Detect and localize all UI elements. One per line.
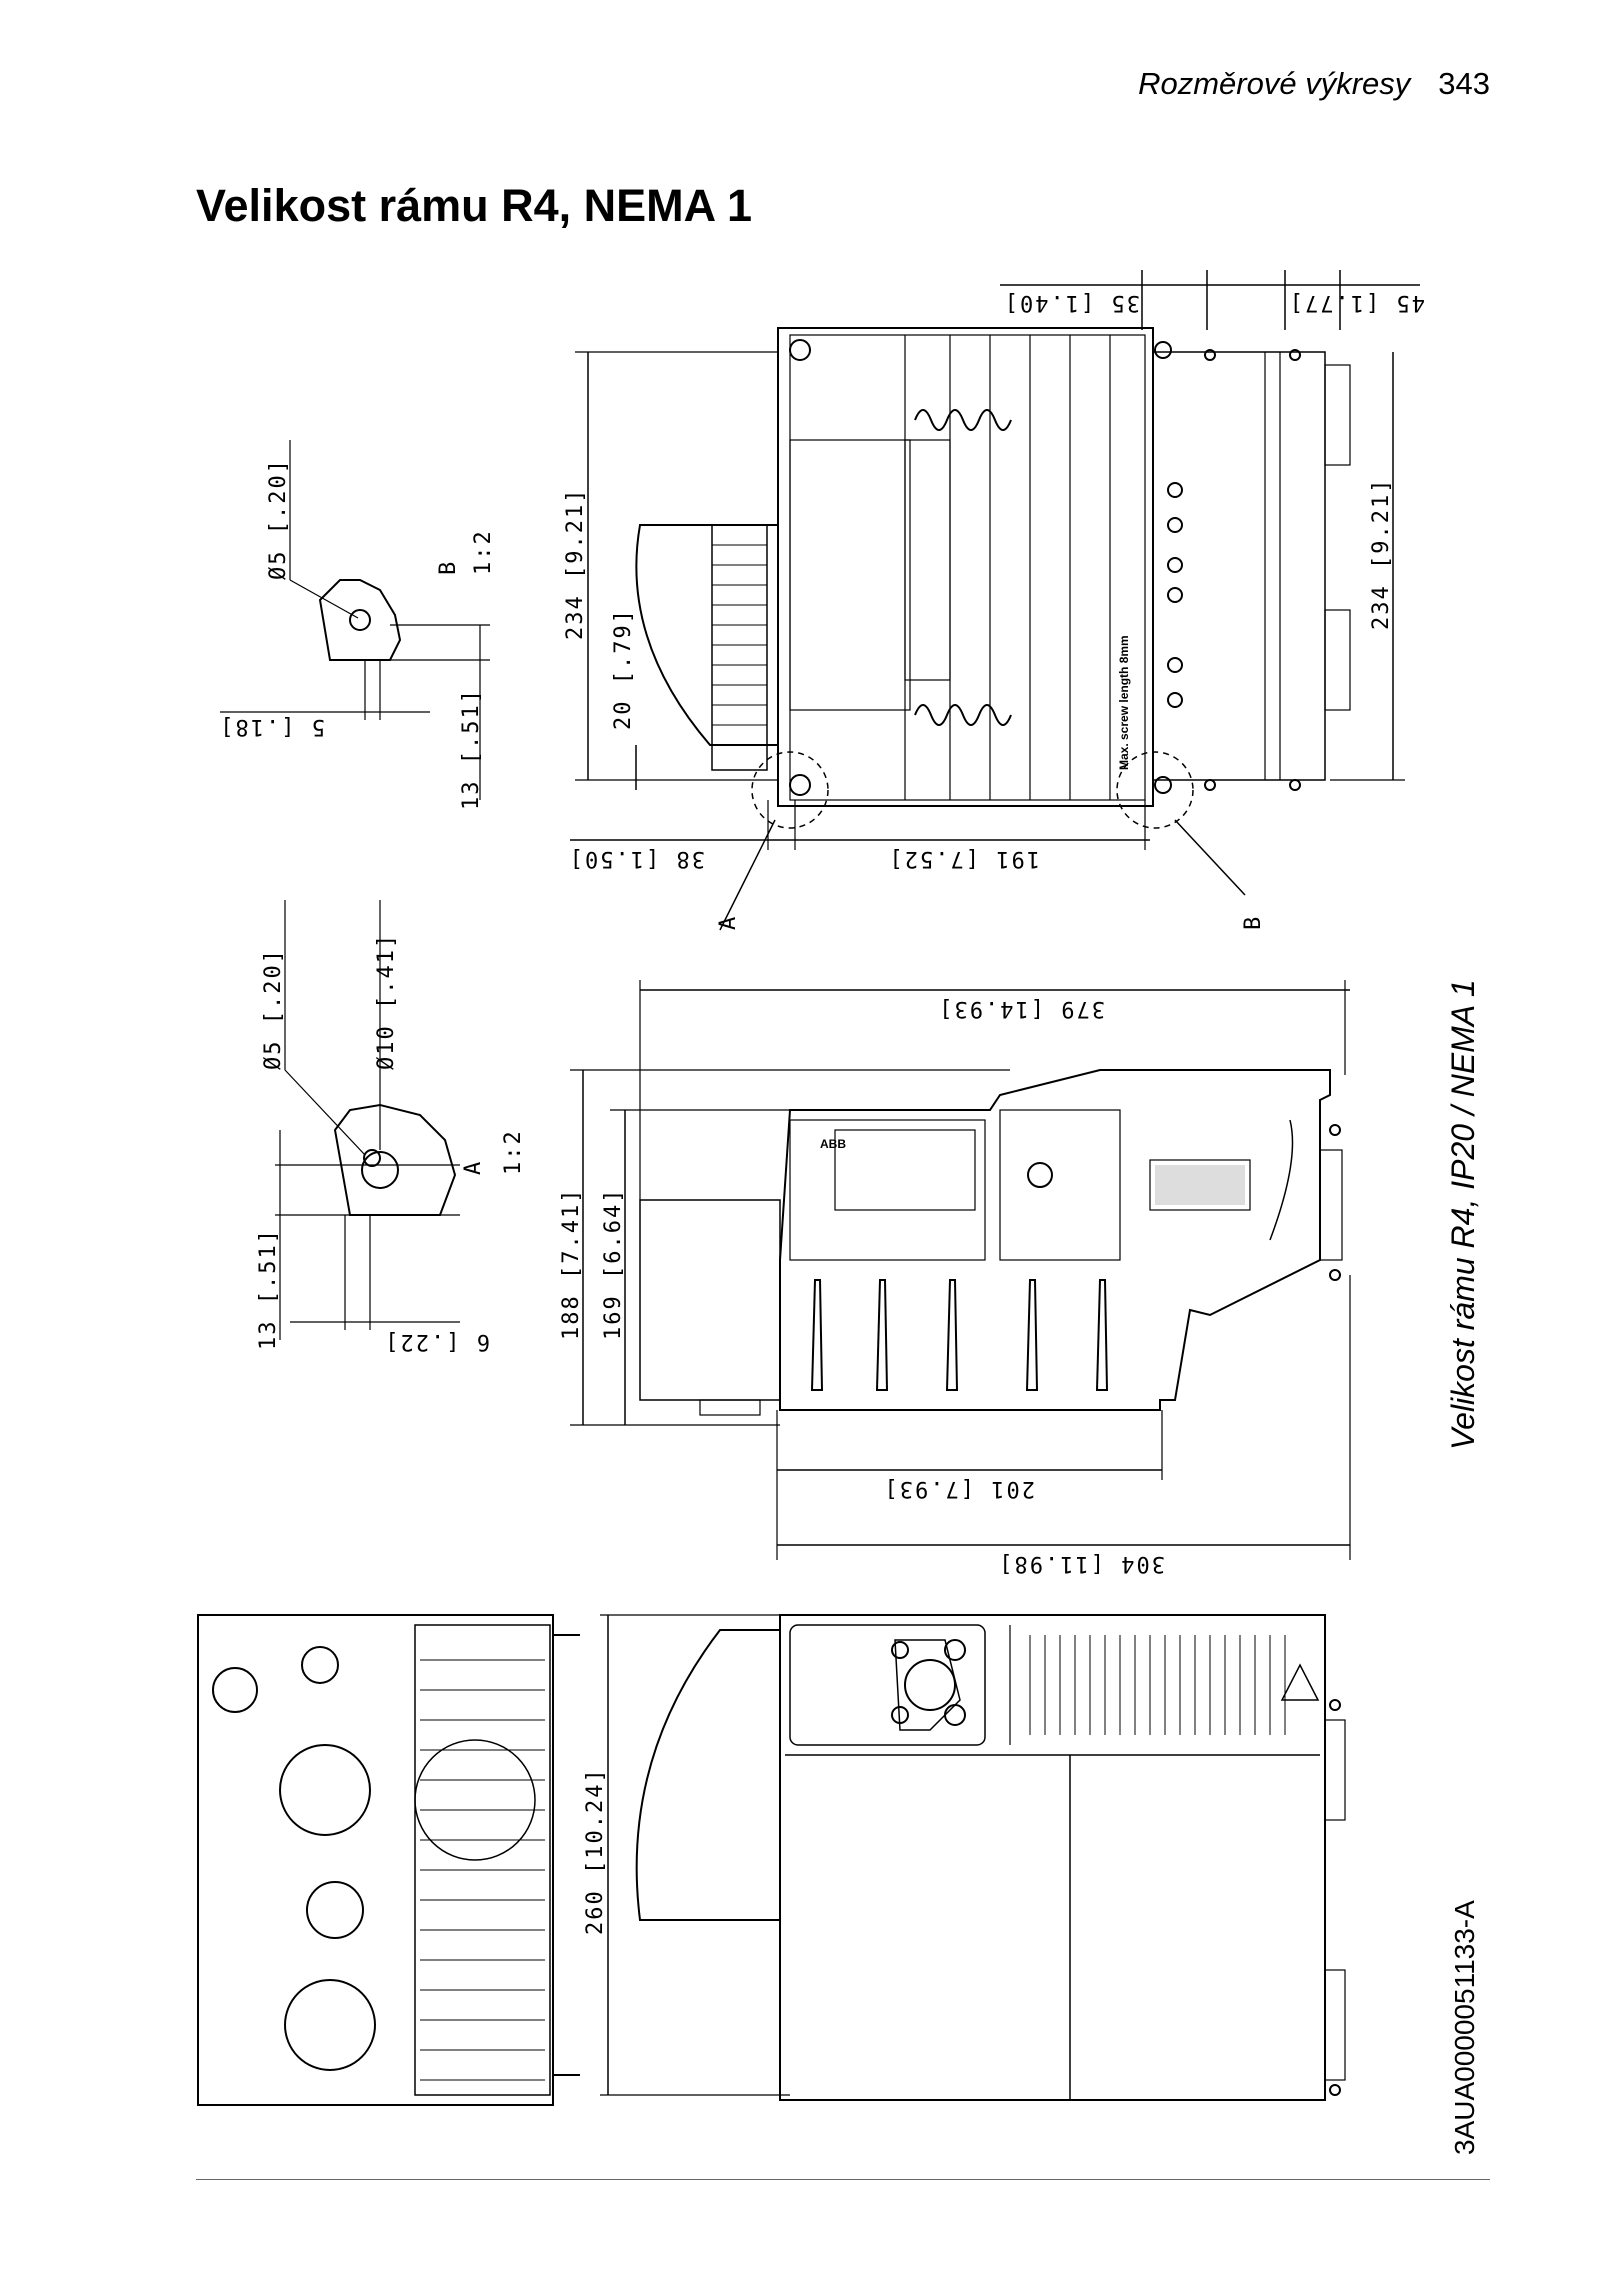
detail-b-d5: Ø5 [.20] <box>266 458 291 580</box>
detail-a-d5: Ø5 [.20] <box>261 948 286 1070</box>
screw-note: Max. screw length 8mm <box>1117 635 1131 770</box>
page-number: 343 <box>1438 66 1490 101</box>
detail-a-label: A <box>461 1160 486 1175</box>
header-section: Rozměrové výkresy <box>1138 66 1411 101</box>
running-header: Rozměrové výkresy 343 <box>1138 66 1490 102</box>
dim-234-right: 234 [9.21] <box>1369 478 1394 630</box>
label-b: B <box>1241 915 1266 930</box>
dim-191: 191 [7.52] <box>888 846 1040 871</box>
dim-304: 304 [11.98] <box>997 1551 1165 1576</box>
dim-379: 379 [14.93] <box>937 996 1105 1021</box>
detail-b-dim-13: 13 [.51] <box>459 688 484 810</box>
front-view: 260 [10.24] <box>583 1614 1346 2101</box>
detail-b: Ø5 [.20] 5 [.18] 13 [.51] B 1:2 <box>218 440 496 810</box>
detail-a-scale: 1:2 <box>501 1129 526 1175</box>
detail-b-dim-5: 5 [.18] <box>218 714 325 739</box>
page-title: Velikost rámu R4, NEMA 1 <box>196 180 753 231</box>
drawing-code: 3AUA0000051133-A <box>1449 1900 1480 2155</box>
detail-a-dim-13: 13 [.51] <box>256 1228 281 1350</box>
detail-b-label: B <box>436 560 461 575</box>
dim-234-left: 234 [9.21] <box>563 488 588 640</box>
top-view: 35 [1.40] 45 [1.77] 234 [9.21] 20 [.79] … <box>563 270 1425 931</box>
detail-a: Ø5 [.20] Ø10 [.41] 13 [.51] 6 [.22] A 1:… <box>256 900 526 1354</box>
dim-20: 20 [.79] <box>611 608 636 730</box>
dim-188: 188 [7.41] <box>559 1188 584 1340</box>
connector-view <box>197 1614 580 2106</box>
dim-260: 260 [10.24] <box>583 1767 608 1935</box>
dim-169: 169 [6.64] <box>601 1188 626 1340</box>
dim-35: 35 [1.40] <box>1003 290 1140 315</box>
figure-caption: Velikost rámu R4, IP20 / NEMA 1 <box>1445 979 1481 1450</box>
label-a: A <box>716 915 741 930</box>
footer-rule <box>196 2179 1490 2180</box>
brand-logo: ABB <box>820 1137 846 1151</box>
side-view: 379 [14.93] 188 [7.41] 169 [6.64] ABB <box>559 980 1351 1576</box>
dim-201: 201 [7.93] <box>883 1476 1035 1501</box>
detail-a-d10: Ø10 [.41] <box>374 933 399 1070</box>
detail-b-scale: 1:2 <box>471 529 496 575</box>
dim-45: 45 [1.77] <box>1288 290 1425 315</box>
detail-a-dim-6: 6 [.22] <box>383 1329 490 1354</box>
dim-38: 38 [1.50] <box>568 846 705 871</box>
